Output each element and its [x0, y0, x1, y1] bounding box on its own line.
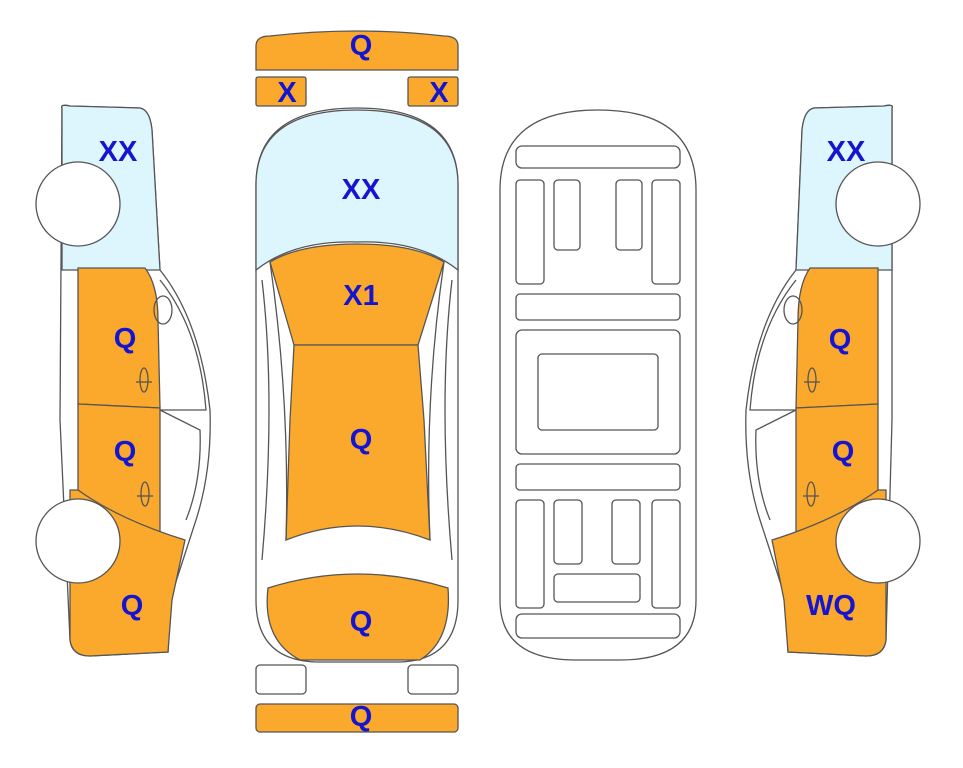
right-quarter-label: WQ [806, 590, 856, 622]
right-window-label: XX [827, 136, 866, 168]
hood[interactable] [269, 243, 445, 346]
top-left-side-lines [261, 261, 288, 561]
right-rear-door-label: Q [832, 436, 855, 468]
left-rear-door-label: Q [114, 436, 137, 468]
left-window-label: XX [99, 136, 138, 168]
left-door-handles [136, 367, 153, 507]
right-mirror[interactable] [407, 76, 459, 107]
right-front-door[interactable] [795, 267, 879, 409]
windshield-label: XX [342, 174, 381, 206]
right-mirror-shape [783, 295, 803, 325]
underbody-view [499, 109, 697, 661]
hood-label: X1 [343, 280, 378, 312]
right-window-frame [749, 279, 797, 521]
right-front-door-label: Q [829, 324, 852, 356]
left-front-door[interactable] [77, 267, 161, 409]
trunk[interactable] [266, 573, 450, 661]
underbody-outline [499, 109, 697, 661]
front-bumper[interactable] [255, 30, 459, 71]
rear-bumper[interactable] [255, 703, 459, 733]
right-side-view [745, 104, 921, 657]
left-rear-wheel [35, 498, 121, 584]
right-door-handles [803, 367, 820, 507]
right-rear-wheel [835, 498, 921, 584]
left-quarter-label: Q [121, 590, 144, 622]
roof-label: Q [350, 424, 373, 456]
rear-left-lamp [255, 664, 307, 695]
right-front-wheel [835, 161, 921, 247]
windshield[interactable] [255, 109, 459, 272]
left-front-door-label: Q [114, 323, 137, 355]
rear-right-lamp [407, 664, 459, 695]
mirror-left-label: X [277, 77, 297, 109]
left-side-view [35, 104, 211, 657]
rear-bumper-label: Q [350, 701, 373, 733]
top-view [255, 30, 459, 733]
left-front-wheel [35, 161, 121, 247]
damage-labels: Q X X XX X1 Q Q Q XX Q Q Q XX Q Q WQ [99, 30, 866, 733]
left-mirror-shape [153, 295, 173, 325]
top-right-side-lines [427, 261, 453, 561]
trunk-label: Q [350, 606, 373, 638]
left-window-frame [159, 279, 207, 521]
mirror-right-label: X [429, 77, 449, 109]
left-mirror[interactable] [255, 76, 307, 107]
front-bumper-label: Q [350, 30, 373, 62]
